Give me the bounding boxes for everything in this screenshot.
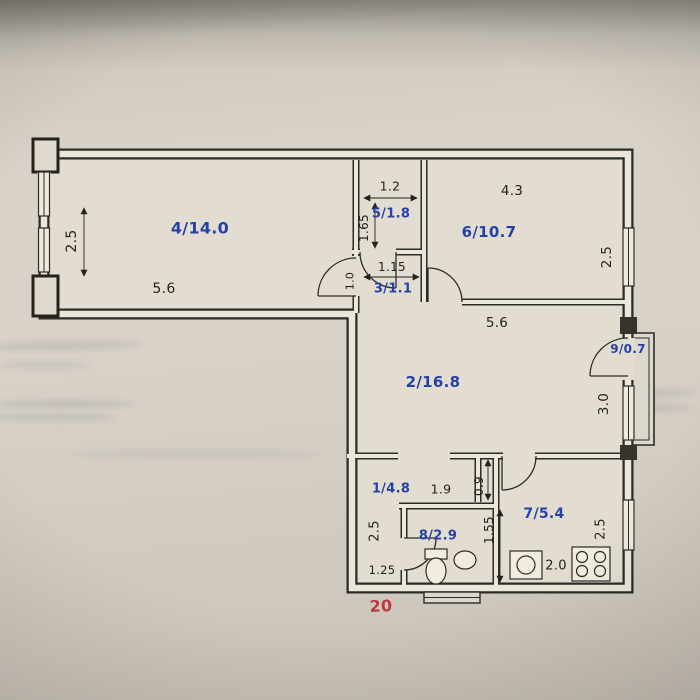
room-label-2: 2/16.8: [405, 373, 461, 391]
room-label-5: 5/1.8: [371, 206, 411, 222]
door-arc-balcony: [589, 337, 629, 377]
balcony-door-opening: [622, 338, 635, 380]
dimension-room6-right: 2.5: [599, 245, 615, 269]
room-label-6: 6/10.7: [461, 223, 517, 241]
dimension-room5-top: 1.2: [379, 178, 401, 194]
dimension-passage-width: 0.9: [472, 476, 486, 496]
paper-bleedthrough: [0, 414, 115, 421]
dimension-room2-top: 5.6: [485, 315, 509, 331]
room-label-3: 3/1.1: [373, 281, 413, 297]
dimension-bath-height: 1.55: [482, 516, 496, 544]
exterior-walls: [38, 148, 634, 594]
paper-bleedthrough: [0, 362, 90, 369]
paper-bleedthrough: [0, 400, 135, 408]
dimension-kitchen-bottom: 2.0: [545, 558, 567, 574]
window-room4-a: [37, 171, 51, 217]
dimension-room4-left: 2.5: [64, 229, 80, 253]
dimension-arrows: [80, 194, 504, 583]
window-room6: [622, 227, 635, 287]
dimension-room4-bottom: 5.6: [152, 281, 176, 297]
door-arc-room4: [317, 257, 357, 297]
door-arc-kitchen: [501, 455, 537, 491]
dimension-hall1-bottom: 1.25: [368, 563, 396, 577]
dimension-room2-right: 3.0: [596, 392, 612, 416]
stove-icon: [571, 546, 611, 582]
room-label-8: 8/2.9: [418, 528, 458, 544]
door-arc-room6: [427, 267, 463, 303]
door-arc-bathroom: [403, 537, 437, 571]
dimension-hall3-width: 1.15: [378, 260, 406, 274]
dimension-kitchen-right: 2.5: [593, 518, 609, 540]
balcony-outline: [629, 332, 655, 446]
toilet-icon: [424, 548, 448, 585]
room-label-1: 1/4.8: [371, 481, 411, 497]
dimension-hall3-door: 1.0: [343, 271, 357, 291]
paper-bleedthrough: [70, 450, 320, 458]
dimension-hall1-width: 1.9: [430, 481, 452, 497]
threshold: [423, 591, 481, 604]
dimension-hall1-left: 2.5: [367, 520, 383, 542]
dimension-room5-left: 1.65: [357, 214, 371, 242]
room-label-7: 7/5.4: [523, 506, 565, 522]
window-balcony: [622, 385, 635, 441]
window-room4-b: [37, 227, 51, 273]
room-label-4: 4/14.0: [170, 218, 230, 238]
unit-number: 20: [369, 596, 393, 616]
window-kitchen: [622, 499, 635, 551]
sink-icon: [453, 550, 477, 570]
kitchen-sink-icon: [509, 550, 543, 580]
room-label-9: 9/0.7: [610, 342, 646, 356]
dimension-room6-top: 4.3: [500, 183, 524, 199]
